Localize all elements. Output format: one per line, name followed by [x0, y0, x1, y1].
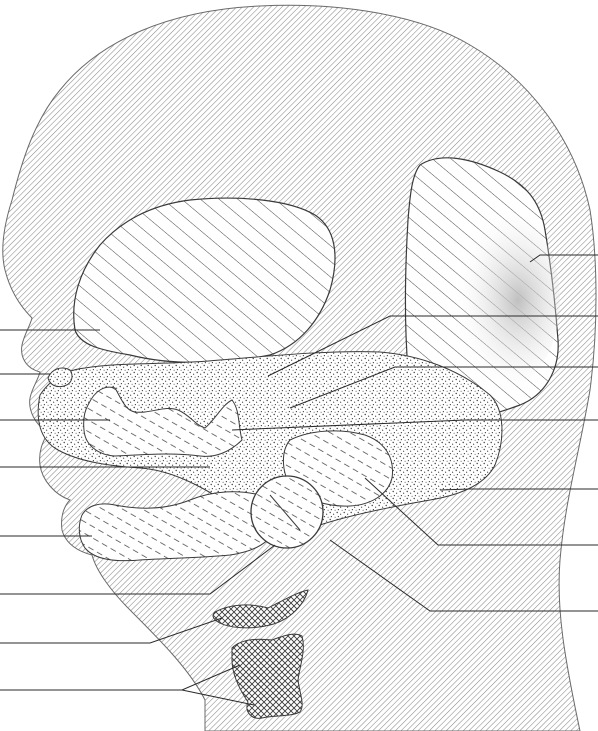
parotid-shading — [440, 210, 560, 390]
circular-structure — [251, 476, 323, 548]
